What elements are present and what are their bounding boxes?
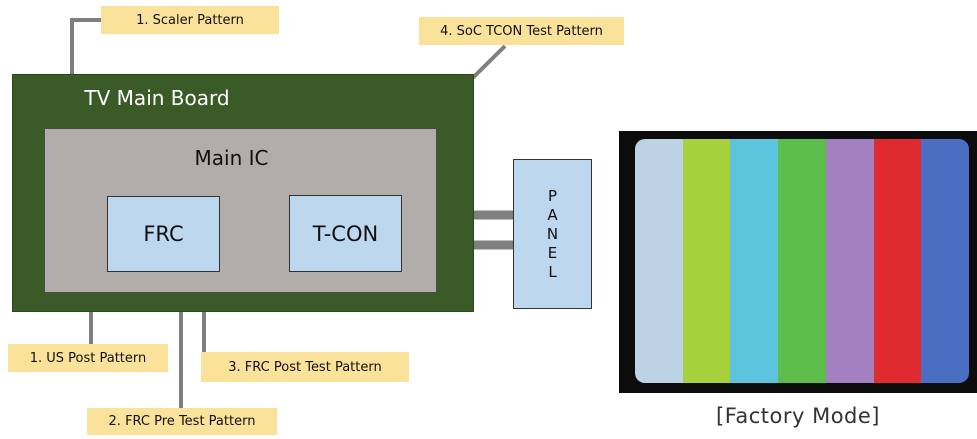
main-ic-title: Main IC xyxy=(194,146,269,170)
panel-letter: P xyxy=(547,186,558,205)
soc-tcon-pattern-label: 4. SoC TCON Test Pattern xyxy=(419,17,624,45)
factory-mode-screen xyxy=(619,131,977,393)
color-bar-5 xyxy=(825,139,874,383)
scaler-pattern-label: 1. Scaler Pattern xyxy=(101,6,279,34)
panel-letter: L xyxy=(548,262,557,281)
tcon-block: T-CON xyxy=(289,195,402,272)
panel-letter: E xyxy=(547,243,558,262)
panel-block: P A N E L xyxy=(513,159,592,309)
panel-letter: N xyxy=(546,224,559,243)
frc-post-pattern-label: 3. FRC Post Test Pattern xyxy=(201,352,409,382)
board-title: TV Main Board xyxy=(84,86,230,110)
color-bar-6 xyxy=(873,139,922,383)
frc-block: FRC xyxy=(107,196,220,272)
color-bar-3 xyxy=(730,139,779,383)
color-bar-2 xyxy=(682,139,731,383)
tcon-label: T-CON xyxy=(312,221,379,246)
factory-mode-caption: [Factory Mode] xyxy=(716,404,880,428)
panel-letter: A xyxy=(547,205,558,224)
color-bar-pattern xyxy=(635,139,969,383)
us-post-pattern-label: 1. US Post Pattern xyxy=(8,344,168,372)
color-bar-4 xyxy=(778,139,826,383)
frc-label: FRC xyxy=(143,222,184,246)
color-bar-7 xyxy=(921,139,969,383)
color-bar-1 xyxy=(635,139,683,383)
frc-pre-pattern-label: 2. FRC Pre Test Pattern xyxy=(87,408,277,435)
